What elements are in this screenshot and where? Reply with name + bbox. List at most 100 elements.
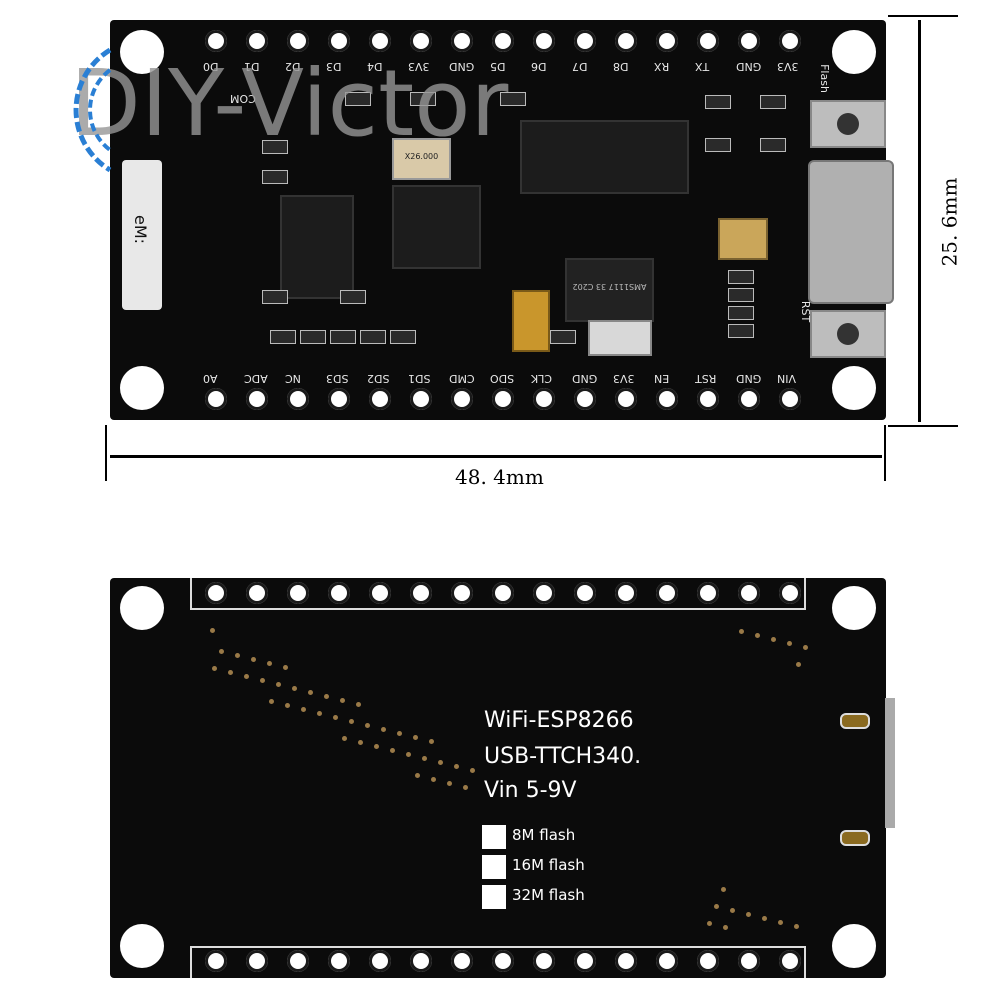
via: [771, 637, 776, 642]
pin-label: GND: [736, 372, 762, 385]
pin-pad: [369, 582, 391, 604]
via: [235, 653, 240, 658]
height-dimension-line: [918, 20, 921, 422]
header-outline: [190, 946, 806, 978]
smd-resistor: [760, 138, 786, 152]
watermark-logo-icon: [73, 47, 112, 173]
pin-pad: [205, 582, 227, 604]
via: [397, 731, 402, 736]
wemos-logo: eM:: [122, 160, 162, 310]
smd-resistor: [262, 140, 288, 154]
pin-pad: [697, 582, 719, 604]
via: [796, 662, 801, 667]
via: [463, 785, 468, 790]
back-text-line-2: USB-TTCH340.: [484, 744, 642, 769]
smd-resistor: [705, 138, 731, 152]
mount-hole: [120, 30, 164, 74]
pin-pad: [779, 30, 801, 52]
pin-pad: [697, 388, 719, 410]
via: [269, 699, 274, 704]
pin-pad: [246, 950, 268, 972]
via: [244, 674, 249, 679]
pin-pad: [328, 30, 350, 52]
pin-pad: [492, 950, 514, 972]
pin-pad: [697, 950, 719, 972]
pin-label: D6: [531, 60, 547, 73]
pin-pad: [328, 582, 350, 604]
back-text-line-3: Vin 5-9V: [484, 778, 577, 803]
smd-resistor: [262, 290, 288, 304]
crystal-label: X26.000: [404, 152, 439, 161]
via: [283, 665, 288, 670]
led: [840, 830, 870, 846]
via: [470, 768, 475, 773]
pin-pad: [492, 30, 514, 52]
via: [721, 887, 726, 892]
pin-pad: [287, 950, 309, 972]
pin-pad: [738, 950, 760, 972]
oscillator: [718, 218, 768, 260]
watermark: DIY-Victor: [70, 47, 509, 173]
mount-hole: [832, 924, 876, 968]
pin-pad: [656, 30, 678, 52]
smd-resistor: [300, 330, 326, 344]
via: [285, 703, 290, 708]
pin-pad: [738, 30, 760, 52]
pin-pad: [533, 388, 555, 410]
pin-label: ADC: [244, 372, 268, 385]
via: [422, 756, 427, 761]
via: [340, 698, 345, 703]
via: [292, 686, 297, 691]
smd-resistor: [345, 92, 371, 106]
smd-resistor: [760, 95, 786, 109]
via: [301, 707, 306, 712]
width-dimension: 48. 4mm: [455, 465, 544, 489]
via: [212, 666, 217, 671]
smd-resistor: [410, 92, 436, 106]
dimension-tick: [888, 15, 958, 17]
pin-pad: [738, 582, 760, 604]
via: [746, 912, 751, 917]
pin-pad: [205, 30, 227, 52]
smd-resistor: [500, 92, 526, 106]
pin-pad: [246, 30, 268, 52]
via: [356, 702, 361, 707]
micro-usb-port: [808, 160, 894, 304]
via: [755, 633, 760, 638]
smd-resistor: [390, 330, 416, 344]
via: [251, 657, 256, 662]
watermark-text: DIY-Victor: [70, 50, 509, 157]
via: [219, 649, 224, 654]
pin-pad: [451, 388, 473, 410]
pin-pad: [779, 388, 801, 410]
back-text-line-1: WiFi-ESP8266: [484, 708, 634, 733]
via: [454, 764, 459, 769]
mount-hole: [832, 366, 876, 410]
pin-pad: [738, 388, 760, 410]
dimension-tick: [884, 425, 886, 481]
pin-pad: [574, 582, 596, 604]
pin-label: D7: [572, 60, 588, 73]
smd-resistor: [705, 95, 731, 109]
pin-pad: [492, 582, 514, 604]
pin-pad: [451, 950, 473, 972]
mount-hole: [832, 30, 876, 74]
mount-hole: [120, 586, 164, 630]
pin-label: RX: [654, 60, 670, 73]
regulator-label: AMS1117 33 C202: [572, 282, 647, 291]
esp8266-chip: [280, 195, 354, 299]
via: [308, 690, 313, 695]
via: [429, 739, 434, 744]
smd-resistor: [728, 306, 754, 320]
flash-option-box: [482, 825, 506, 849]
via: [714, 904, 719, 909]
via: [374, 744, 379, 749]
pin-pad: [205, 950, 227, 972]
via: [778, 920, 783, 925]
pin-pad: [697, 30, 719, 52]
pin-pad: [369, 388, 391, 410]
ch340-chip: [520, 120, 689, 194]
dimension-tick: [105, 425, 107, 481]
via: [390, 748, 395, 753]
